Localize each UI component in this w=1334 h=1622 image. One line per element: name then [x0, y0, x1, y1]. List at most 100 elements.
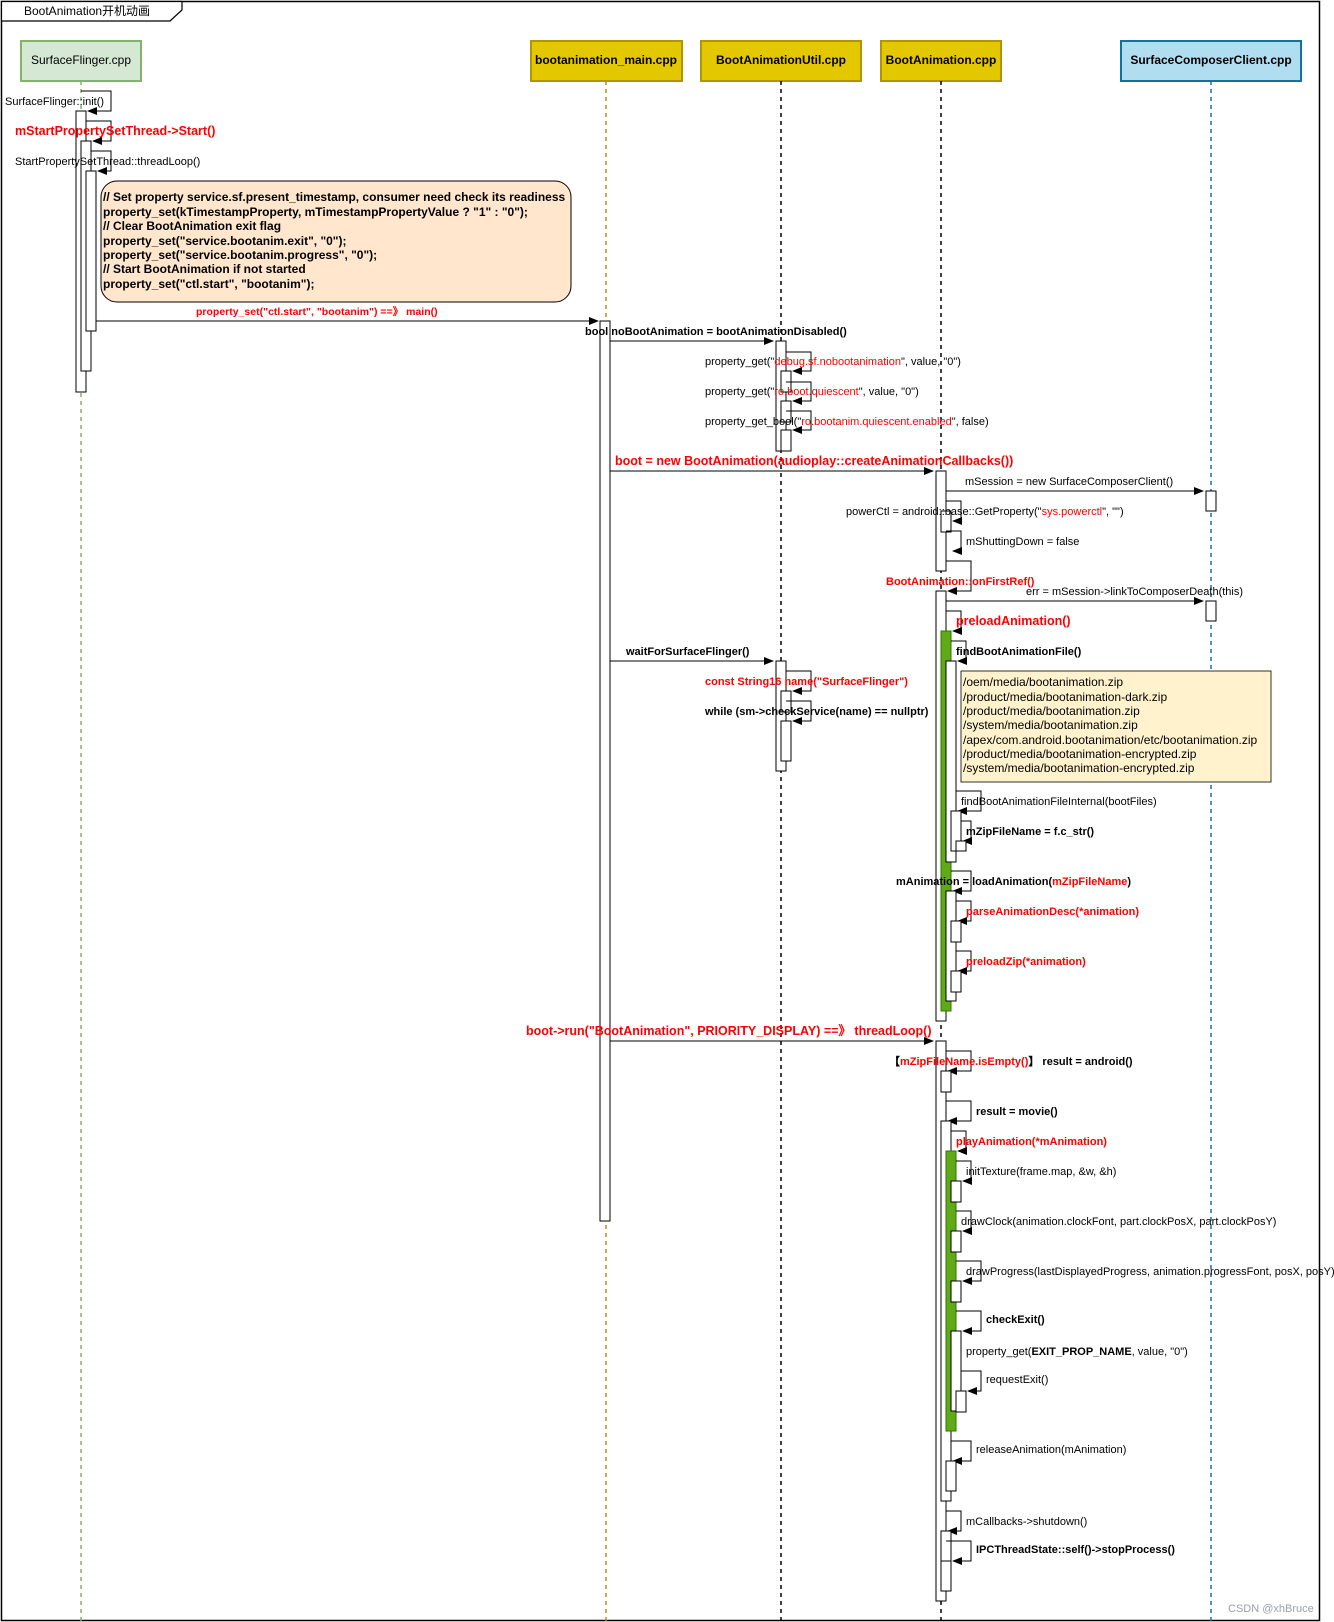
msg-drawprogress: drawProgress(lastDisplayedProgress, anim…	[966, 1266, 1334, 1278]
msg-sf-init: SurfaceFlinger::init()	[5, 96, 104, 108]
activation-util-4	[780, 429, 792, 452]
self-call-checksvc	[786, 700, 812, 725]
msg-movie: result = movie()	[976, 1106, 1058, 1118]
activation-ba-android	[940, 1070, 952, 1093]
activation-ba-preloadzip	[950, 970, 962, 993]
msg-zipname: mZipFileName = f.c_str()	[966, 826, 1094, 838]
self-call-checkexit	[956, 1310, 982, 1335]
message-text-part: mZipFileName	[1052, 876, 1127, 888]
message-text-part: bool noBootAnimation = bootAnimationDisa…	[585, 326, 847, 338]
msg-release: releaseAnimation(mAnimation)	[976, 1444, 1126, 1456]
activation-ba-powerctl	[940, 510, 952, 533]
note-property-line: // Clear BootAnimation exit flag	[103, 219, 281, 233]
msg-linkdeath: err = mSession->linkToComposerDeath(this…	[1026, 586, 1243, 598]
message-text-part: const String16 name("SurfaceFlinger")	[705, 676, 908, 688]
self-call-sf-threadloop	[91, 150, 112, 175]
message-text-part: findBootAnimationFileInternal(bootFiles)	[961, 796, 1157, 808]
msg-drawclock: drawClock(animation.clockFont, part.cloc…	[961, 1216, 1276, 1228]
message-text-part: findBootAnimationFile()	[956, 646, 1082, 658]
msg-checksvc: while (sm->checkService(name) == nullptr…	[704, 706, 929, 718]
note-property-line: // Set property service.sf.present_times…	[103, 190, 566, 204]
message-text-part: SurfaceFlinger::init()	[5, 96, 104, 108]
activation-scc-2	[1205, 600, 1217, 622]
note-path-line: /apex/com.android.bootanimation/etc/boot…	[963, 733, 1258, 747]
note-boot-files	[960, 670, 1272, 783]
message-text-part: ", "")	[1102, 506, 1124, 518]
message-text-part: mCallbacks->shutdown()	[966, 1516, 1087, 1528]
msg-string16: const String16 name("SurfaceFlinger")	[705, 676, 908, 688]
msg-parsedesc: parseAnimationDesc(*animation)	[966, 906, 1139, 918]
msg-loadanim: mAnimation = loadAnimation(mZipFileName)	[896, 876, 1131, 888]
message-text-part: property_get(	[966, 1346, 1032, 1358]
message-text-part: sys.powerctl	[1042, 506, 1103, 518]
note-path-line: /system/media/bootanimation-encrypted.zi…	[963, 761, 1195, 775]
message-text-part: ", value, "0")	[901, 356, 961, 368]
self-call-preload	[946, 610, 962, 635]
activation-ba-zipname	[955, 840, 967, 852]
self-call-reqexit	[961, 1370, 982, 1395]
self-call-ipc	[946, 1540, 972, 1565]
msg-threadloop: StartPropertySetThread::threadLoop()	[15, 156, 200, 168]
note-property-line: property_set(kTimestampProperty, mTimest…	[103, 205, 528, 219]
self-call-sf-start	[86, 120, 112, 145]
message-text-part: mZipFileName.isEmpty()	[900, 1056, 1029, 1068]
msg-pg2: property_get("ro.boot.quiescent", value,…	[705, 386, 919, 398]
message-text-part: 】 result = android()	[1028, 1055, 1133, 1068]
message-text-part: powerCtl = android::base::GetProperty("	[846, 506, 1042, 518]
self-call-drawprogress	[956, 1260, 982, 1285]
self-call-shutting	[946, 530, 962, 555]
msg-isempty: 【mZipFileName.isEmpty()】 result = androi…	[889, 1055, 1133, 1068]
note-property-line: property_set("ctl.start", "bootanim");	[103, 277, 314, 291]
self-call-loadanim	[951, 870, 972, 895]
self-call-playanim	[951, 1130, 967, 1155]
participant-label-main: bootanimation_main.cpp	[535, 53, 677, 67]
msg-shutdown: mCallbacks->shutdown()	[966, 1516, 1087, 1528]
message-text-part: StartPropertySetThread::threadLoop()	[15, 156, 200, 168]
activation-scc-1	[1205, 490, 1217, 512]
activation-ba-loadanim	[945, 890, 957, 1002]
msg-shutting: mShuttingDown = false	[966, 536, 1079, 548]
message-text-part: property_get_bool("	[705, 416, 801, 428]
note-boot-files-text: /oem/media/bootanimation.zip /product/me…	[963, 675, 1258, 775]
message-text-part: mAnimation = loadAnimation(	[896, 876, 1052, 888]
msg-powerctl: powerCtl = android::base::GetProperty("s…	[846, 506, 1124, 518]
note-path-line: /product/media/bootanimation-dark.zip	[963, 690, 1167, 704]
activation-ba-findfile	[945, 660, 957, 863]
msg-reqexit: requestExit()	[986, 1374, 1048, 1386]
participant-label-util: BootAnimationUtil.cpp	[716, 53, 846, 67]
activation-util-wait	[775, 660, 787, 772]
message-text-part: while (sm->checkService(name) == nullptr…	[704, 706, 929, 718]
note-path-line: /product/media/bootanimation-encrypted.z…	[963, 747, 1197, 761]
msg-pgexit: property_get(EXIT_PROP_NAME, value, "0")	[966, 1346, 1188, 1358]
self-call-sf-init	[81, 90, 112, 115]
activation-ba-ipc	[940, 1560, 952, 1592]
self-call-zipname	[961, 820, 972, 845]
self-call-isempty	[946, 1050, 972, 1075]
message-text-part: property_get("	[705, 386, 774, 398]
msg-playanim: playAnimation(*mAnimation)	[956, 1136, 1107, 1148]
message-text-part: mSession = new SurfaceComposerClient()	[965, 476, 1173, 488]
message-text-part: playAnimation(*mAnimation)	[956, 1136, 1107, 1148]
frame-title-tab	[0, 0, 183, 22]
participant-box-sf	[20, 40, 142, 82]
note-path-line: /system/media/bootanimation.zip	[963, 718, 1138, 732]
participant-label-scc: SurfaceComposerClient.cpp	[1130, 53, 1291, 67]
msg-pg1: property_get("debug.sf.nobootanimation",…	[705, 356, 961, 368]
self-call-powerctl	[946, 500, 962, 525]
message-text-part: checkExit()	[986, 1314, 1045, 1326]
message-text-part: )	[1127, 876, 1131, 888]
msg-waitsf: waitForSurfaceFlinger()	[625, 646, 750, 658]
msg-findfile: findBootAnimationFile()	[956, 646, 1082, 658]
message-text-part: err = mSession->linkToComposerDeath(this…	[1026, 586, 1243, 598]
note-path-line: /product/media/bootanimation.zip	[963, 704, 1140, 718]
participant-box-scc	[1120, 40, 1302, 82]
self-call-parsedesc	[956, 900, 972, 925]
message-text-part: waitForSurfaceFlinger()	[625, 646, 750, 658]
note-property-line: property_set("service.bootanim.exit", "0…	[103, 234, 347, 248]
participant-box-util	[700, 40, 862, 82]
self-call-preloadzip	[956, 950, 972, 975]
participant-label-sf: SurfaceFlinger.cpp	[31, 53, 131, 67]
activation-ba-drawprogress	[950, 1280, 962, 1303]
activation-util-checksvc	[780, 720, 792, 762]
